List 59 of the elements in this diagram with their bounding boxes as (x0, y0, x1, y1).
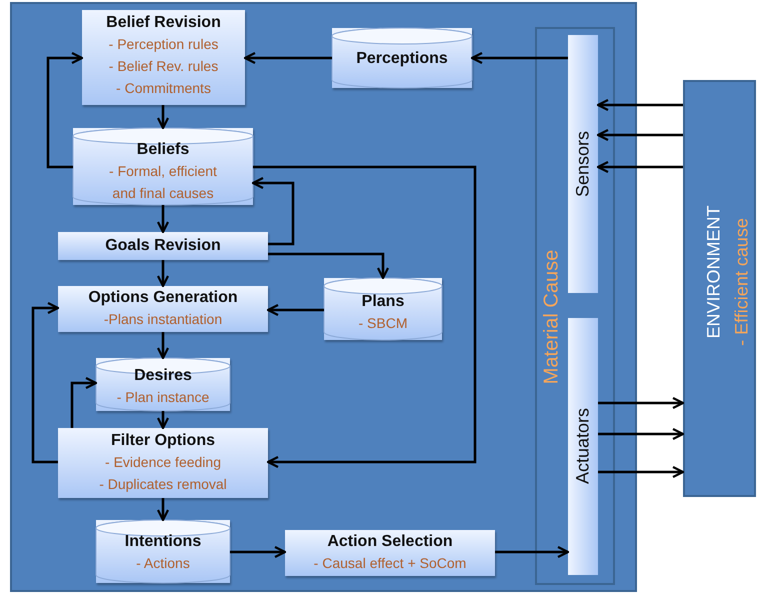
node-title: Perceptions (355, 49, 449, 69)
process-box (285, 530, 495, 576)
node-title: Desires (133, 366, 193, 386)
arrow (596, 160, 683, 174)
node-title: Beliefs (136, 140, 190, 160)
arrow (598, 466, 684, 478)
arrow (230, 546, 286, 558)
arrow (596, 98, 683, 112)
arrow (32, 302, 60, 464)
arrow (596, 128, 683, 142)
arrow (156, 105, 170, 130)
bullet-text: - SBCM (358, 314, 408, 333)
bullet-text: - Formal, efficient and final causes (108, 162, 218, 203)
arrow (156, 260, 170, 288)
arrow (266, 304, 324, 316)
node-title: Plans (360, 292, 406, 312)
node-title: Filter Options (110, 431, 216, 451)
agent-panel (10, 2, 637, 592)
node-title: Options Generation (87, 288, 239, 308)
bullet-text: - Perception rules (108, 35, 220, 54)
arrow (252, 176, 294, 246)
bullet-text: -Plans instantiation (102, 310, 224, 329)
arrow (156, 205, 170, 234)
arrow (598, 396, 684, 410)
bullet-text: - Commitments (115, 79, 212, 98)
arrow (470, 52, 568, 64)
sensor-bar (568, 35, 598, 293)
arrow (495, 546, 570, 558)
node-title: Action Selection (326, 532, 454, 552)
arrow (46, 52, 84, 168)
node-label: ENVIRONMENT (704, 206, 724, 338)
arrow (268, 252, 390, 280)
bullet-text: - Causal effect + SoCom (312, 554, 468, 573)
process-box (58, 232, 268, 260)
arrow (156, 332, 170, 360)
node-title: Belief Revision (105, 13, 222, 33)
arrow (253, 166, 476, 468)
node-subtitle: - Efficient cause (732, 218, 752, 346)
bullet-text: - Actions (135, 554, 191, 573)
actuator-bar (568, 318, 598, 575)
node-title: Intentions (124, 532, 202, 552)
process-box (82, 10, 245, 105)
node-label: Actuators (572, 408, 594, 484)
node-label: Material Cause (540, 250, 564, 384)
bullet-text: - Duplicates removal (98, 475, 228, 494)
environment-panel (683, 80, 756, 497)
bullet-text: - Evidence feeding (104, 453, 222, 472)
bullet-text: - Belief Rev. rules (108, 57, 220, 76)
arrow (70, 376, 98, 428)
node-title: Goals Revision (104, 236, 222, 256)
arrow (156, 498, 170, 522)
bullet-text: - Plan instance (116, 388, 210, 407)
node-label: Sensors (572, 130, 594, 198)
process-box (58, 286, 268, 332)
arrow (244, 52, 332, 64)
layer-panel (535, 27, 615, 585)
process-box (58, 428, 268, 498)
arrow (156, 411, 170, 430)
arrow (598, 428, 684, 440)
